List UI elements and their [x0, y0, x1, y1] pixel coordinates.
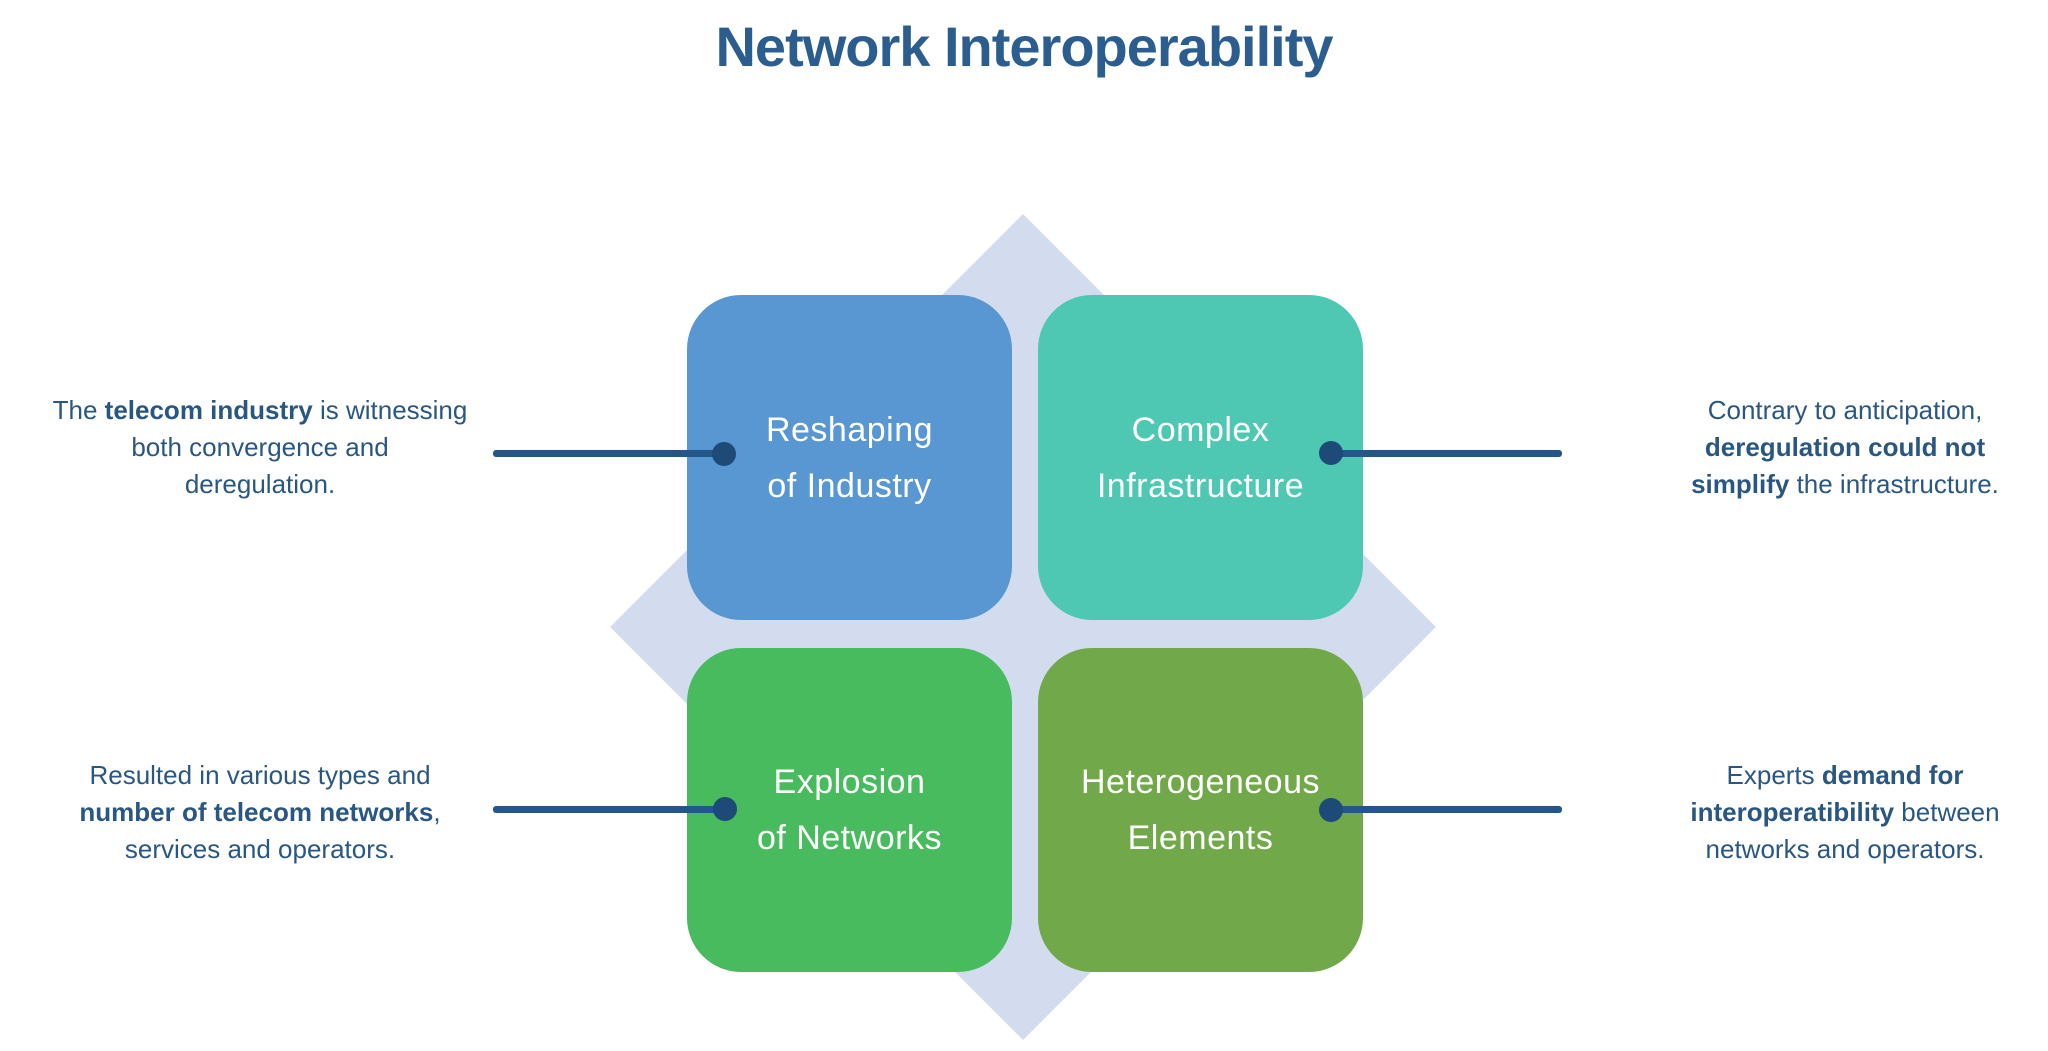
connector-dot-bottom-right — [1319, 798, 1343, 822]
box-label-line: Heterogeneous — [1080, 763, 1320, 801]
box-label-line: Infrastructure — [1096, 466, 1305, 505]
annotation-top-right: Contrary to anticipation,deregulation co… — [1691, 395, 1999, 499]
box-label-reshaping-of-industry: Reshaping of Industry — [766, 402, 933, 514]
box-label-line: of Networks — [757, 819, 942, 857]
box-label-heterogeneous-elements: Heterogeneous Elements — [1081, 754, 1320, 866]
box-reshaping-of-industry: Reshaping of Industry — [687, 295, 1012, 620]
box-label-explosion-of-networks: Explosion of Networks — [757, 754, 942, 866]
page-title: Network Interoperability — [715, 15, 1333, 78]
connector-dot-bottom-left — [713, 797, 737, 821]
connector-line-bottom-left — [493, 806, 726, 813]
connector-dot-top-left — [712, 442, 736, 466]
box-label-complex-infrastructure: Complex Infrastructure — [1097, 402, 1304, 514]
connector-line-bottom-right — [1331, 806, 1562, 813]
box-label-line: Reshaping — [765, 410, 934, 449]
box-complex-infrastructure: Complex Infrastructure — [1038, 295, 1363, 620]
box-explosion-of-networks: Explosion of Networks — [687, 648, 1012, 972]
connector-line-top-left — [493, 450, 725, 457]
box-heterogeneous-elements: Heterogeneous Elements — [1038, 648, 1363, 972]
connector-dot-top-right — [1319, 441, 1343, 465]
box-label-line: Explosion — [773, 763, 926, 801]
box-label-line: of Industry — [767, 466, 932, 505]
connector-line-top-right — [1331, 450, 1562, 457]
box-label-line: Elements — [1127, 819, 1274, 857]
box-label-line: Complex — [1131, 410, 1270, 449]
